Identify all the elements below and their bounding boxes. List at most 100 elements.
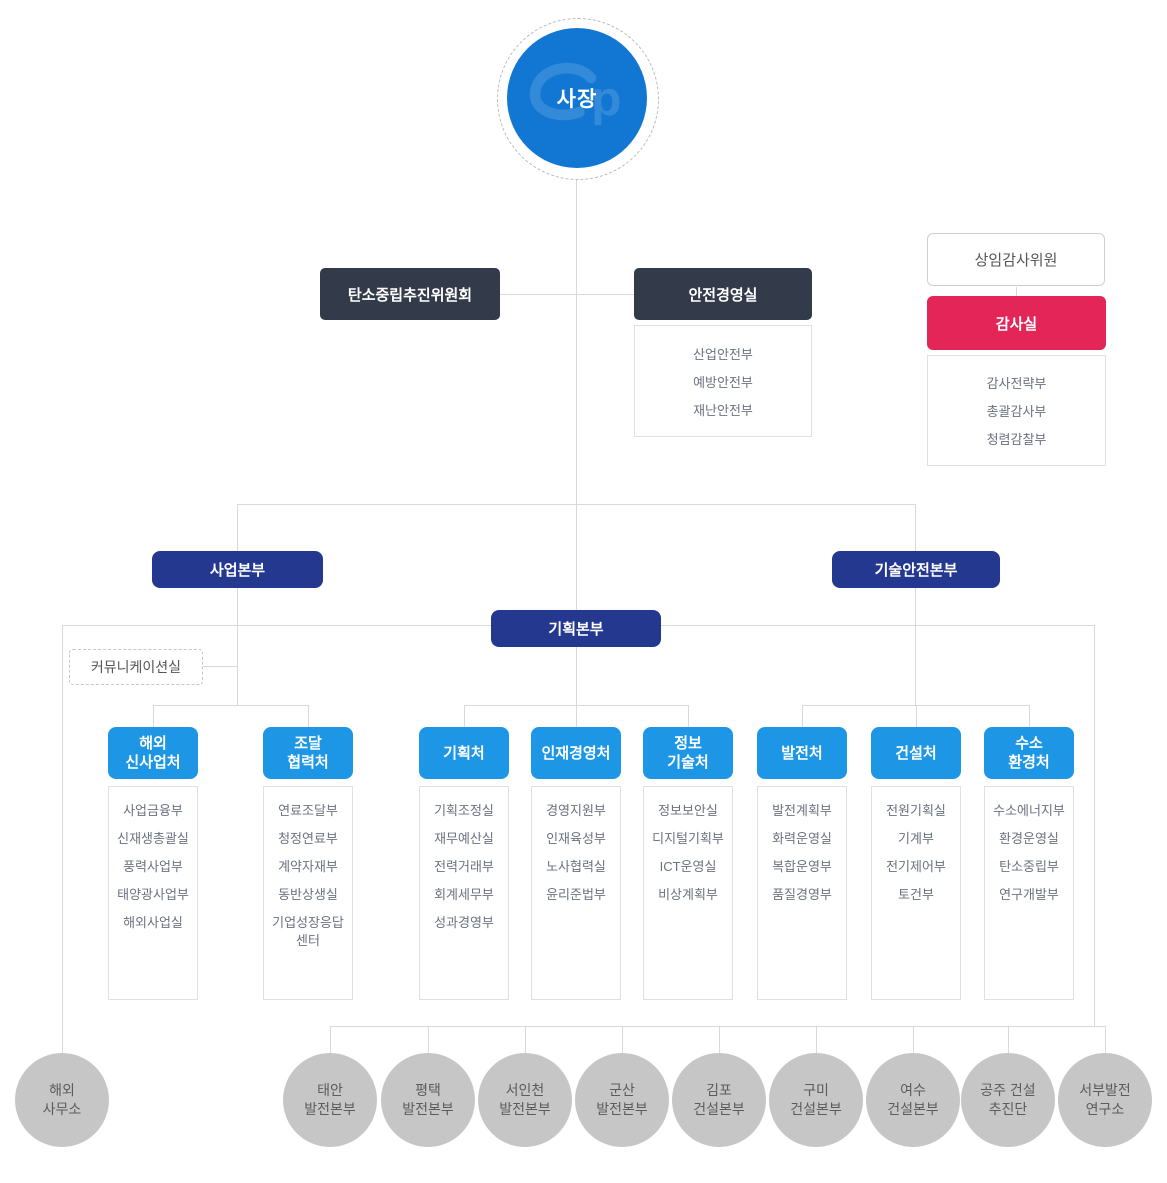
connector-line xyxy=(1029,705,1030,727)
connector-line xyxy=(525,1026,526,1053)
unit-label: 사무소 xyxy=(42,1101,82,1117)
safety-office-departments: 산업안전부 예방안전부 재난안전부 xyxy=(634,325,812,437)
department-item: 예방안전부 xyxy=(693,375,753,390)
safety-office-node: 안전경영실 xyxy=(634,268,812,320)
division-departments: 정보보안실 디지털기획부 ICT운영실 비상계획부 xyxy=(643,786,733,1000)
division-label: 해외 xyxy=(139,735,167,752)
division-departments: 전원기획실 기계부 전기제어부 토건부 xyxy=(871,786,961,1000)
unit-label: 건설본부 xyxy=(887,1101,939,1117)
department-item: 기획조정실 xyxy=(434,803,494,818)
department-item: 수소에너지부 xyxy=(993,803,1065,818)
president-ring xyxy=(497,18,659,180)
department-item: 품질경영부 xyxy=(772,887,832,902)
audit-commissioner-label: 상임감사위원 xyxy=(974,252,1058,269)
connector-line xyxy=(719,1026,720,1053)
department-item: 발전계획부 xyxy=(772,803,832,818)
department-item: 환경운영실 xyxy=(999,831,1059,846)
department-item: 노사협력실 xyxy=(546,859,606,874)
department-item: 재무예산실 xyxy=(434,831,494,846)
unit-label: 해외 xyxy=(49,1082,75,1098)
department-item: 비상계획부 xyxy=(658,887,718,902)
unit-seoincheon: 서인천 발전본부 xyxy=(478,1053,572,1147)
division-label: 인재경영처 xyxy=(541,744,611,762)
division-power-generation: 발전처 xyxy=(757,727,847,779)
connector-line xyxy=(308,705,309,727)
unit-overseas-office: 해외 사무소 xyxy=(15,1053,109,1147)
department-item: 전기제어부 xyxy=(886,859,946,874)
connector-line xyxy=(62,625,63,1053)
president-label: 사장 xyxy=(556,88,598,111)
division-label: 발전처 xyxy=(781,744,823,762)
division-construction: 건설처 xyxy=(871,727,961,779)
unit-label: 발전본부 xyxy=(304,1101,356,1117)
connector-line xyxy=(576,647,577,705)
safety-office-label: 안전경영실 xyxy=(688,286,758,304)
connector-line xyxy=(153,705,154,727)
unit-label: 태안 xyxy=(317,1082,343,1098)
department-item: 태양광사업부 xyxy=(117,887,189,902)
audit-office-node: 감사실 xyxy=(927,296,1106,350)
division-label: 정보 xyxy=(674,735,702,752)
unit-label: 발전본부 xyxy=(402,1101,454,1117)
connector-line xyxy=(1094,625,1095,1026)
tech-safety-hq-node: 기술안전본부 xyxy=(832,551,1000,588)
department-item: 감사전략부 xyxy=(986,376,1047,391)
department-item: ICT운영실 xyxy=(659,859,717,874)
department-item: 전력거래부 xyxy=(434,859,494,874)
connector-line xyxy=(428,1026,429,1053)
department-item: 정보보안실 xyxy=(658,803,718,818)
connector-line xyxy=(500,294,634,295)
unit-label: 건설본부 xyxy=(790,1101,842,1117)
division-departments: 사업금융부 신재생총괄실 풍력사업부 태양광사업부 해외사업실 xyxy=(108,786,198,1000)
department-item: 경영지원부 xyxy=(546,803,606,818)
department-item: 성과경영부 xyxy=(434,915,494,930)
department-item: 탄소중립부 xyxy=(999,859,1059,874)
department-item: 재난안전부 xyxy=(693,403,753,418)
communication-office-label: 커뮤니케이션실 xyxy=(90,659,182,675)
unit-label: 건설본부 xyxy=(693,1101,745,1117)
connector-line xyxy=(237,504,238,551)
connector-line xyxy=(237,588,238,705)
connector-line xyxy=(576,504,577,610)
department-item: 사업금융부 xyxy=(123,803,183,818)
unit-research-institute: 서부발전 연구소 xyxy=(1058,1053,1152,1147)
department-item: 복합운영부 xyxy=(772,859,832,874)
connector-line xyxy=(576,180,577,504)
department-item: 산업안전부 xyxy=(693,347,753,362)
connector-line xyxy=(464,705,465,727)
connector-line xyxy=(915,504,916,551)
division-label: 조달 xyxy=(294,735,322,752)
connector-line xyxy=(802,705,803,727)
unit-gumi: 구미 건설본부 xyxy=(769,1053,863,1147)
connector-line xyxy=(330,1026,331,1053)
unit-label: 평택 xyxy=(415,1082,441,1098)
connector-line xyxy=(1105,1026,1106,1053)
unit-label: 발전본부 xyxy=(499,1101,551,1117)
department-item: 윤리준법부 xyxy=(546,887,606,902)
division-departments: 발전계획부 화력운영실 복합운영부 품질경영부 xyxy=(757,786,847,1000)
unit-label: 서인천 xyxy=(505,1082,545,1098)
connector-line xyxy=(913,1026,914,1053)
business-hq-node: 사업본부 xyxy=(152,551,323,588)
division-label: 신사업처 xyxy=(125,754,181,771)
unit-gongju: 공주 건설 추진단 xyxy=(961,1053,1055,1147)
department-item: 회계세무부 xyxy=(434,887,494,902)
unit-taean: 태안 발전본부 xyxy=(283,1053,377,1147)
division-procurement-cooperation: 조달 협력처 xyxy=(263,727,353,779)
connector-line xyxy=(1016,287,1017,296)
audit-departments: 감사전략부 총괄감사부 청렴감찰부 xyxy=(927,355,1106,466)
planning-hq-node: 기획본부 xyxy=(491,610,661,647)
department-item: 신재생총괄실 xyxy=(117,831,189,846)
department-item: 연료조달부 xyxy=(278,803,338,818)
unit-pyeongtaek: 평택 발전본부 xyxy=(381,1053,475,1147)
planning-hq-label: 기획본부 xyxy=(548,621,604,638)
unit-label: 추진단 xyxy=(988,1101,1028,1117)
connector-line xyxy=(816,1026,817,1053)
department-item: 전원기획실 xyxy=(886,803,946,818)
communication-office-node: 커뮤니케이션실 xyxy=(69,649,203,685)
connector-line xyxy=(203,666,237,667)
division-departments: 경영지원부 인재육성부 노사협력실 윤리준법부 xyxy=(531,786,621,1000)
division-hr-management: 인재경영처 xyxy=(531,727,621,779)
unit-label: 공주 건설 xyxy=(980,1082,1036,1098)
